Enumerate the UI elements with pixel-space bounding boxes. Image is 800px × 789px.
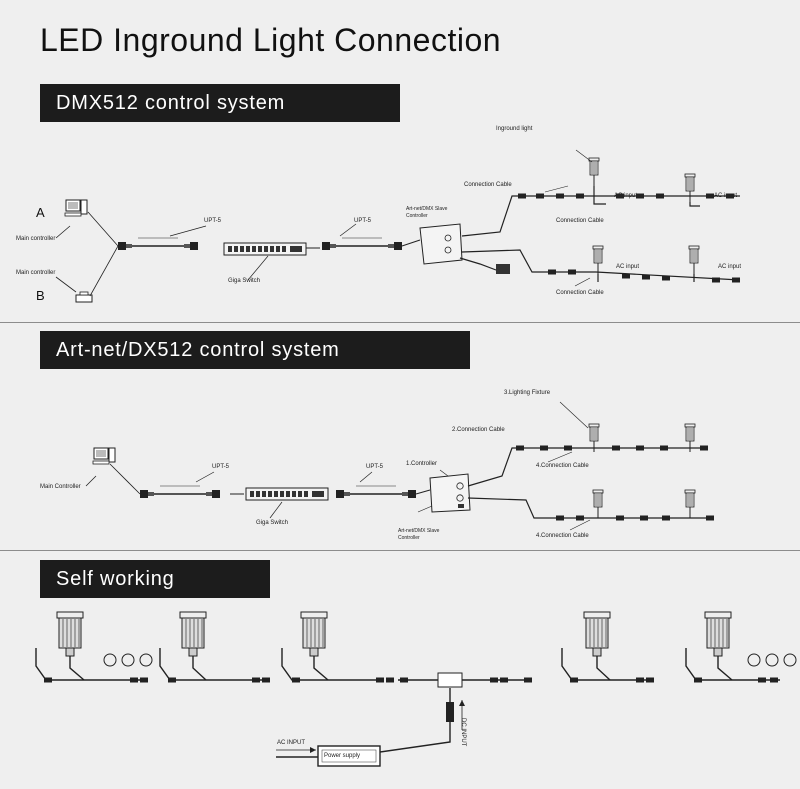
label-b: B — [36, 288, 45, 303]
slave-controller-label: Art-net/DMX Slave Controller — [406, 206, 448, 219]
controller-label: 1.Controller — [406, 461, 438, 467]
t-connector-icon — [437, 672, 463, 688]
ac-input-label: AC input — [714, 193, 738, 199]
slave-controller-label: Art-net/DMX Slave Controller — [398, 528, 440, 541]
upt5-right-label: UPT-5 — [354, 218, 372, 224]
ac-input-label: AC input — [614, 193, 638, 199]
connection-cable-label: Connection Cable — [556, 218, 604, 224]
inground-light-icon — [688, 245, 700, 275]
controller-icon — [429, 473, 471, 513]
inground-light-icon — [704, 611, 732, 657]
main-controller-b-label: Main controller — [16, 270, 56, 276]
upt5-left-label: UPT-5 — [212, 464, 230, 470]
section-divider — [0, 550, 800, 551]
ellipsis-left-icon — [103, 653, 153, 667]
giga-switch-label: Giga Switch — [256, 520, 289, 526]
giga-switch-icon — [245, 487, 329, 501]
dc-input-label: DC INPUT — [460, 718, 466, 747]
ac-input-label: AC input — [718, 264, 742, 270]
inground-light-icon — [592, 245, 604, 275]
connection-cable-label: 4.Connection Cable — [536, 533, 589, 539]
dc-connector-icon — [446, 702, 454, 722]
giga-switch-label: Giga Switch — [228, 278, 261, 284]
upt5-cable-left — [117, 237, 199, 251]
ac-input-arrow-icon — [276, 747, 316, 753]
upt5-right-label: UPT-5 — [366, 464, 384, 470]
inground-light-icon — [56, 611, 84, 657]
upt5-cable-left — [139, 485, 221, 499]
upt5-cable-right — [335, 485, 417, 499]
lighting-fixture-label: 3.Lighting Fixture — [504, 390, 551, 396]
inground-light-icon — [300, 611, 328, 657]
connection-cable-label: 4.Connection Cable — [536, 463, 589, 469]
giga-switch-icon — [223, 242, 307, 256]
power-supply-label: Power supply — [324, 753, 361, 759]
connection-cable-label: Connection Cable — [556, 290, 604, 296]
ac-input-label: AC input — [616, 264, 640, 270]
upt5-left-label: UPT-5 — [204, 218, 222, 224]
main-controller-b-icon — [75, 291, 93, 303]
lighting-fixture-icon — [684, 489, 696, 519]
slave-controller-dmx-icon — [419, 223, 463, 265]
section-divider — [0, 322, 800, 323]
inground-light-icon — [588, 157, 600, 187]
section-heading-artnet: Art-net/DX512 control system — [40, 331, 470, 369]
power-supply-icon — [317, 745, 381, 767]
connection-cable-label: Connection Cable — [464, 182, 512, 188]
main-controller-a-label: Main controller — [16, 236, 56, 242]
section-heading-dmx512: DMX512 control system — [40, 84, 400, 122]
ellipsis-right-icon — [747, 653, 797, 667]
lighting-fixture-icon — [592, 489, 604, 519]
main-controller-a-icon — [64, 199, 88, 217]
dc-input-arrow-icon — [459, 700, 465, 730]
upt5-cable-right — [321, 237, 403, 251]
inground-light-icon — [684, 173, 696, 203]
inground-light-icon — [583, 611, 611, 657]
inground-light-label: Inground light — [496, 126, 533, 132]
connection-cable-label: 2.Connection Cable — [452, 427, 505, 433]
inground-light-icon — [179, 611, 207, 657]
main-controller-label: Main Controller — [40, 484, 81, 490]
section-heading-self-working: Self working — [40, 560, 270, 598]
label-a: A — [36, 205, 45, 220]
page-title: LED Inground Light Connection — [40, 22, 502, 58]
ac-input-label: AC INPUT — [277, 740, 306, 746]
main-controller-icon — [92, 447, 116, 465]
